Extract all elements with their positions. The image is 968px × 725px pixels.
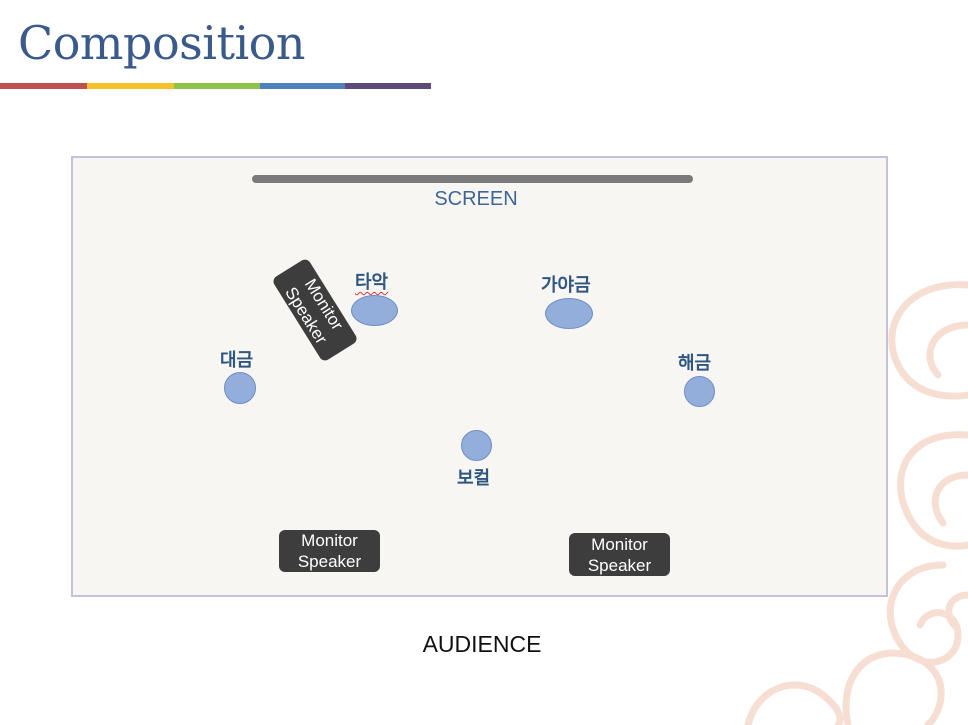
monitor-speaker-left: Monitor Speaker bbox=[279, 530, 380, 572]
instrument-label-percussion: 타악 bbox=[355, 268, 388, 294]
monitor-label-line2: Speaker bbox=[297, 552, 362, 571]
screen-label: SCREEN bbox=[434, 188, 518, 210]
instrument-position-haegeum bbox=[684, 376, 715, 407]
instrument-position-percussion bbox=[351, 295, 398, 326]
accent-red bbox=[0, 83, 87, 89]
cloud-ornament-icon bbox=[744, 281, 968, 725]
stage-area bbox=[71, 156, 888, 597]
instrument-label-gayageum: 가야금 bbox=[541, 275, 591, 296]
instrument-position-gayageum bbox=[545, 298, 593, 329]
instrument-label-text: 타악 bbox=[355, 272, 389, 293]
monitor-speaker-right: Monitor Speaker bbox=[569, 533, 670, 576]
slide-title: Composition bbox=[18, 16, 306, 70]
accent-green bbox=[174, 83, 260, 89]
color-accent-bar bbox=[0, 83, 431, 89]
accent-yellow bbox=[87, 83, 174, 89]
projection-screen bbox=[252, 175, 693, 183]
accent-purple bbox=[345, 83, 431, 89]
monitor-label-line2: Speaker bbox=[587, 555, 652, 575]
monitor-label-line1: Monitor bbox=[591, 534, 648, 554]
instrument-label-vocal: 보컬 bbox=[457, 468, 491, 489]
instrument-label-haegeum: 해금 bbox=[678, 353, 712, 374]
instrument-position-vocal bbox=[461, 430, 492, 461]
accent-blue bbox=[260, 83, 345, 89]
monitor-label-line1: Monitor bbox=[301, 531, 358, 550]
instrument-position-daegeum bbox=[224, 372, 256, 404]
audience-label: AUDIENCE bbox=[422, 631, 542, 657]
instrument-label-daegeum: 대금 bbox=[220, 350, 254, 371]
